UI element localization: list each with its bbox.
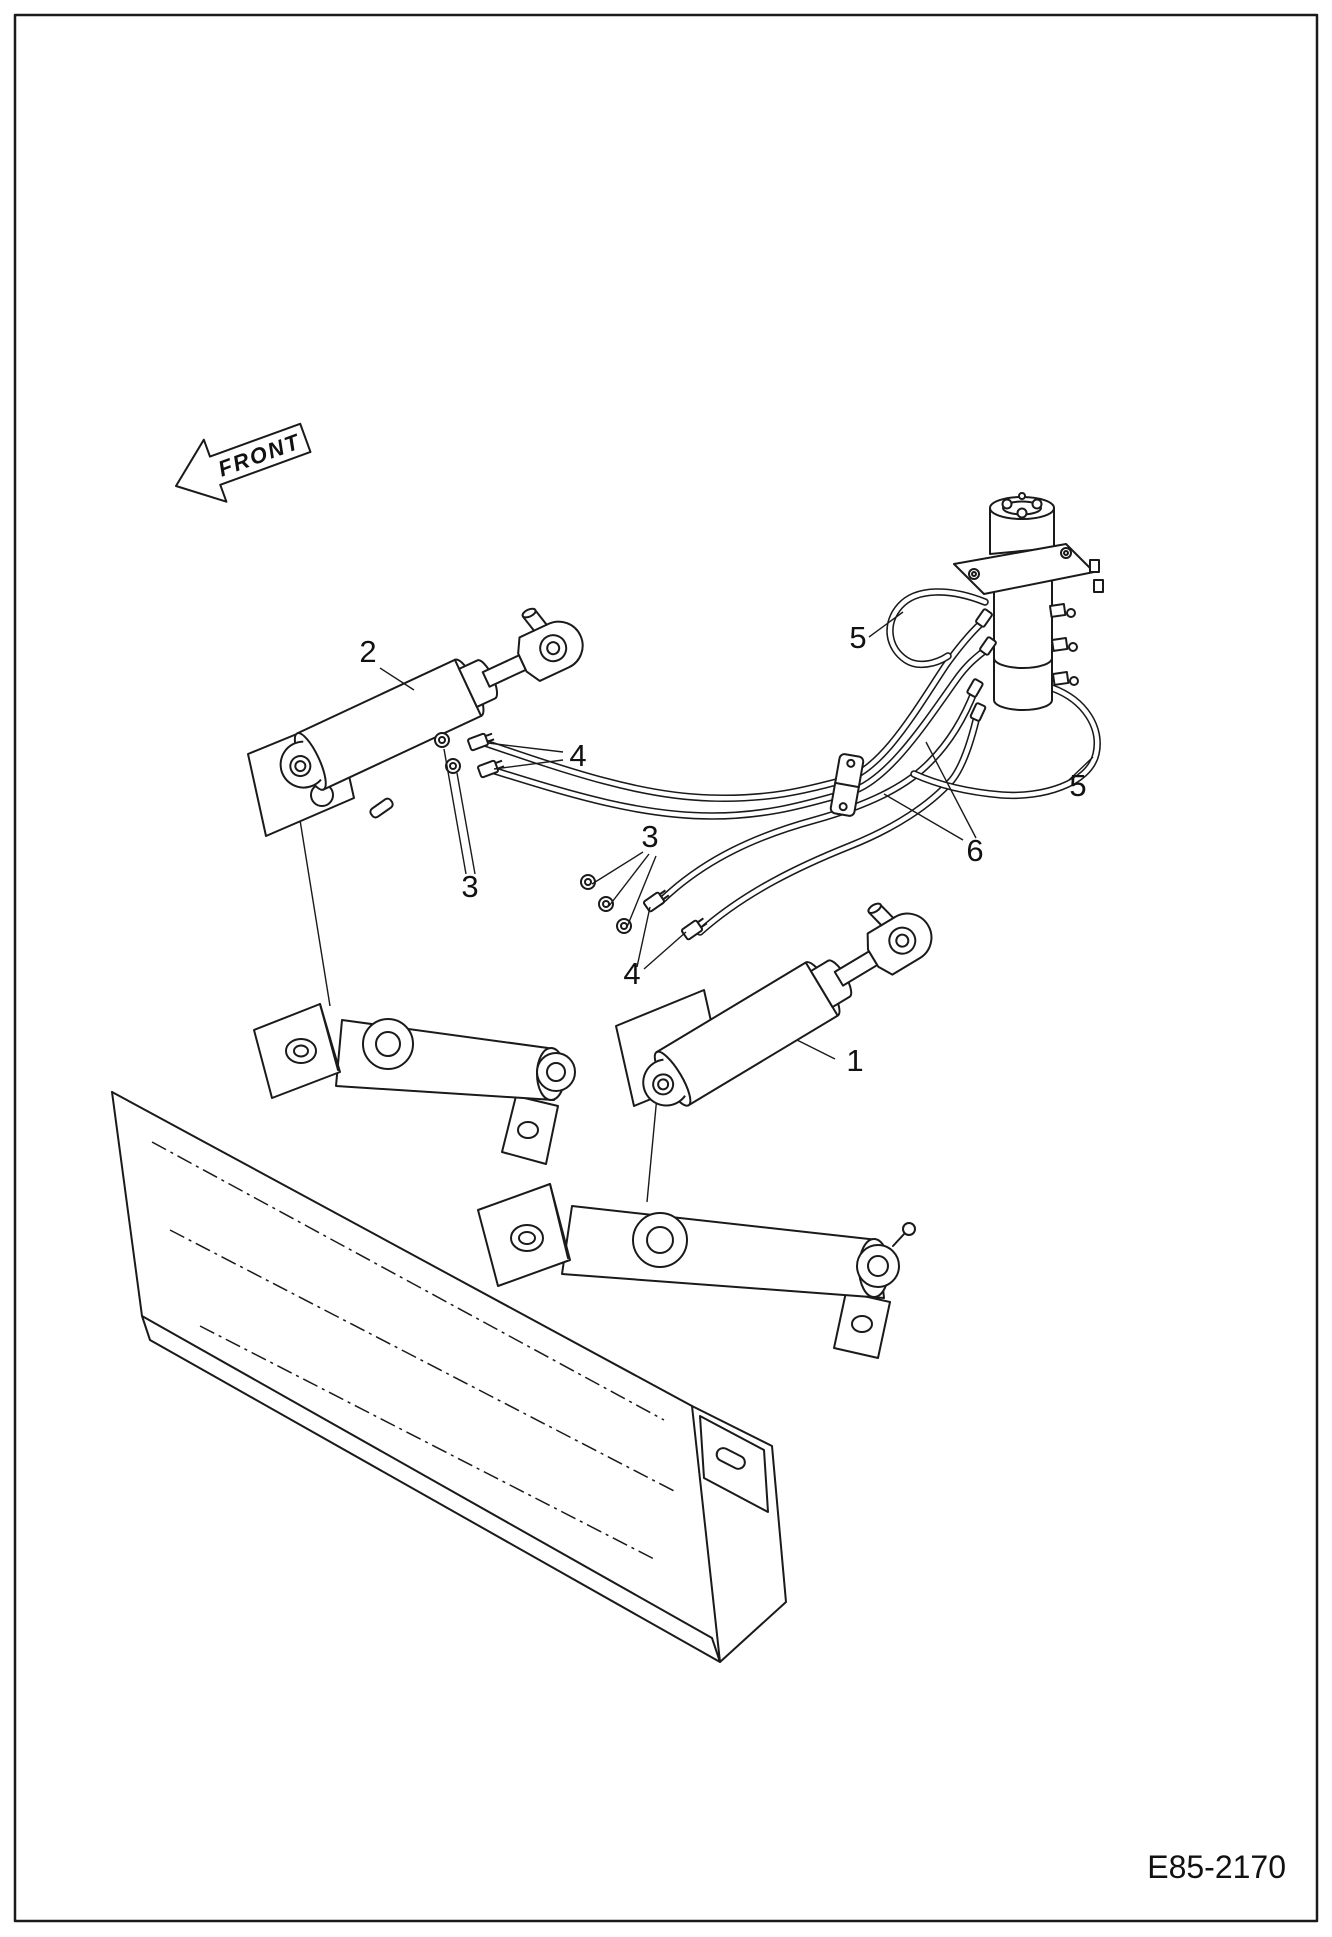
callout-1-right-cylinder: 1 [846, 1043, 863, 1078]
callout-4-lower: 4 [623, 956, 640, 991]
page-border [13, 13, 1319, 1923]
callout-5-right: 5 [1069, 768, 1086, 803]
swivel-hose-couplings [966, 608, 997, 722]
drawing-code: E85-2170 [1147, 1849, 1286, 1885]
hose-clamp [829, 753, 865, 817]
reference-line-right [646, 1095, 658, 1203]
tilt-cylinder-left [262, 593, 595, 804]
cylinder-base-pin [369, 797, 394, 819]
push-arm-upper [253, 1003, 576, 1165]
push-arm-lower [477, 1183, 916, 1359]
callout-5-upper: 5 [849, 620, 866, 655]
blade-moldboard [111, 1091, 787, 1663]
front-label: FRONT [215, 429, 304, 482]
callout-6-clamp: 6 [966, 833, 983, 868]
callouts: 2 4 3 5 5 6 3 4 1 [359, 620, 1086, 1078]
reference-line-left [299, 819, 331, 1007]
callout-2-left-cylinder: 2 [359, 634, 376, 669]
callout-4-upper: 4 [569, 738, 586, 773]
callout-3-upper: 3 [461, 869, 478, 904]
callout-leaders [379, 611, 1094, 1060]
front-arrow-icon [175, 422, 312, 503]
callout-3-lower: 3 [641, 819, 658, 854]
front-direction-arrow: FRONT [175, 422, 312, 503]
swivel-joint [953, 492, 1104, 722]
swivel-port-fittings [1048, 603, 1079, 686]
